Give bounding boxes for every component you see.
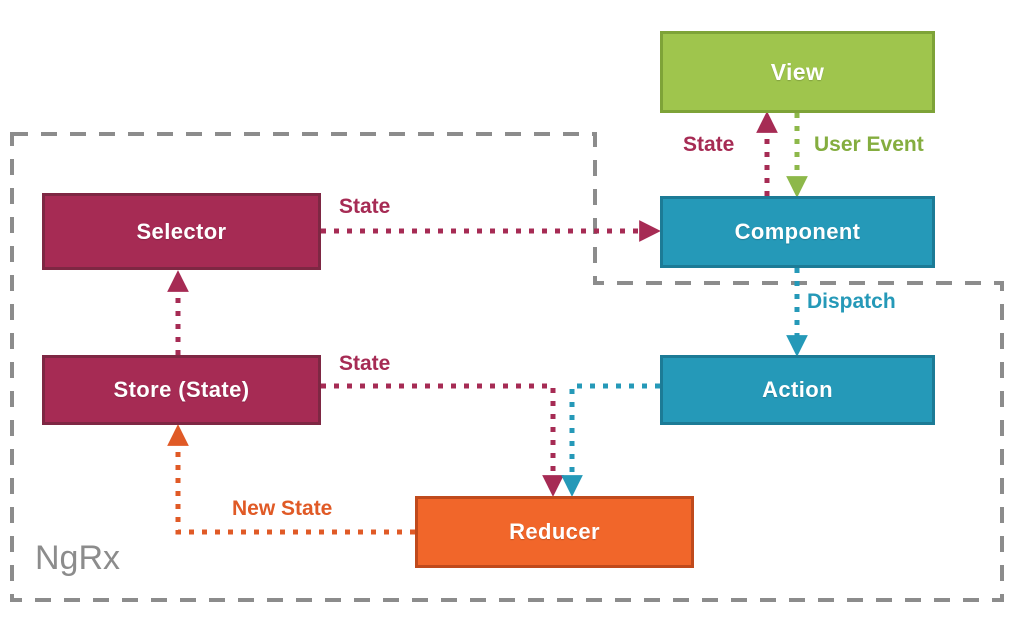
edge-label-dispatch: Dispatch [807, 290, 896, 313]
node-component-label: Component [734, 219, 861, 244]
node-reducer[interactable]: Reducer [415, 496, 694, 568]
ngrx-container-label: NgRx [35, 539, 121, 577]
node-view-label: View [770, 58, 825, 85]
node-reducer-label: Reducer [509, 519, 600, 544]
node-store-label: Store (State) [113, 377, 250, 402]
node-selector-label: Selector [136, 218, 227, 244]
edge-action-to-reducer [561, 383, 660, 497]
node-action[interactable]: Action [660, 355, 935, 425]
edge-label-new-state: New State [232, 497, 333, 520]
ngrx-boundary-path [10, 132, 1004, 602]
node-store[interactable]: Store (State) [42, 355, 321, 425]
edge-label-state-store: State [339, 352, 391, 375]
node-view[interactable]: View [660, 31, 935, 113]
node-component[interactable]: Component [660, 196, 935, 268]
edge-label-user-event: User Event [814, 133, 924, 156]
edge-reducer-to-store-newstate [167, 424, 415, 535]
edge-label-state-selector: State [339, 195, 391, 218]
node-selector[interactable]: Selector [42, 193, 321, 270]
node-action-label: Action [762, 377, 833, 402]
edge-label-state-view: State [683, 133, 735, 156]
edge-store-to-reducer-state [321, 383, 564, 497]
